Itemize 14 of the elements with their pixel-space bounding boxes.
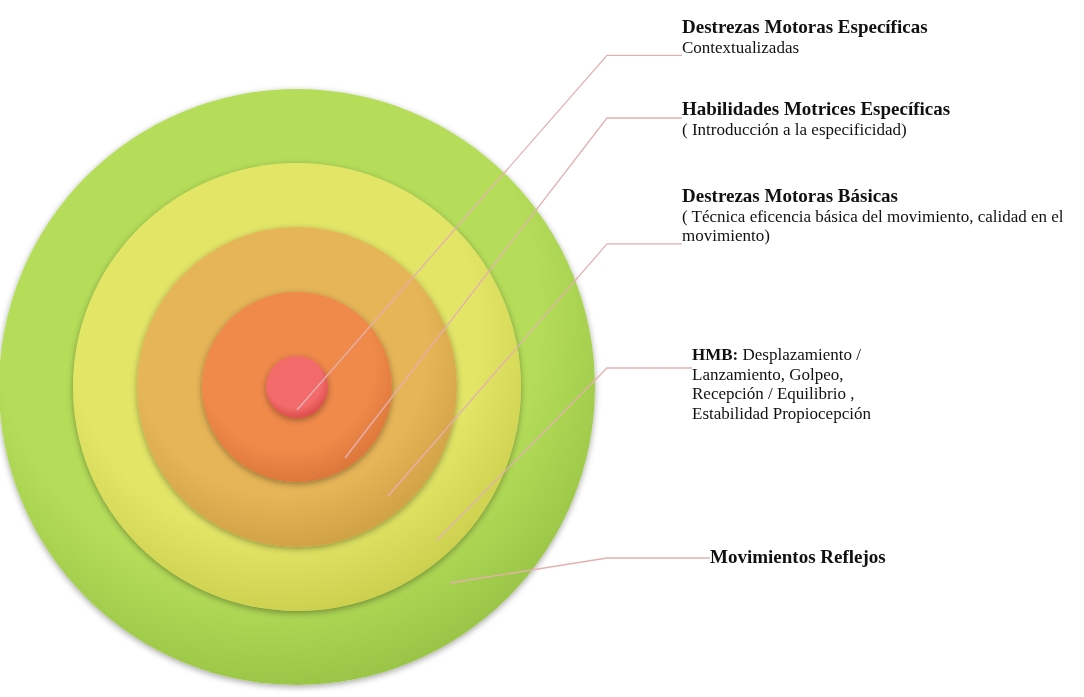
leader-line xyxy=(449,557,711,584)
level-heading: Destrezas Motoras Específicas xyxy=(682,16,929,38)
level-description: HMB: Desplazamiento / Lanzamiento, Golpeo, Recepción / Equilibrio , Estabilidad Propiocepción xyxy=(692,345,872,424)
level-description: Contextualizadas xyxy=(682,37,801,58)
center-circle xyxy=(266,356,328,418)
level-description: ( Técnica eficencia básica del movimiento, calidad en el movimiento) xyxy=(682,206,1065,246)
leader-line xyxy=(387,243,683,497)
leader-line xyxy=(344,117,683,459)
leader-line xyxy=(296,54,683,411)
level-heading: Movimientos Reflejos xyxy=(710,546,887,568)
level-heading: Destrezas Motoras Básicas xyxy=(682,185,899,207)
level-heading: Habilidades Motrices Específicas xyxy=(682,98,952,120)
leader-line xyxy=(436,367,693,541)
level-description: ( Introducción a la especificidad) xyxy=(682,119,908,140)
